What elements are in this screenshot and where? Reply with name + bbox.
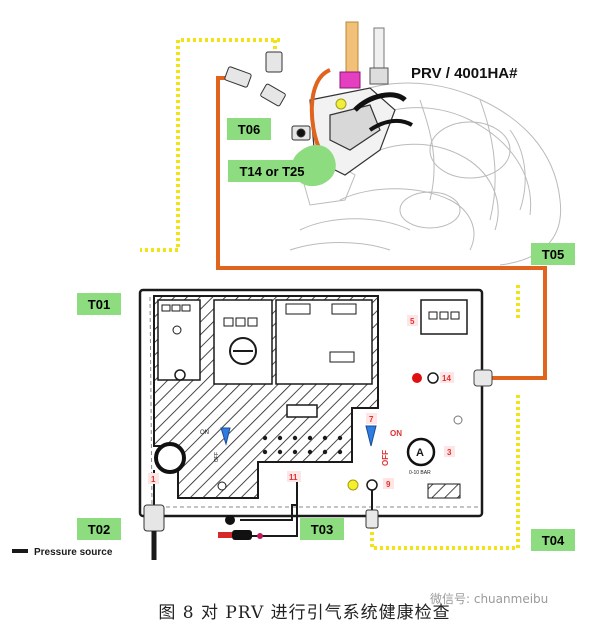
dotted-line-t04 <box>370 395 520 550</box>
gauge-a-label: A <box>416 447 424 459</box>
hose-t05 <box>216 76 547 380</box>
label-t03: T03 <box>300 518 344 540</box>
fitting-9 <box>365 509 379 529</box>
prv-title: PRV / 4001HA# <box>411 65 518 82</box>
dotted-line-t01 <box>140 38 280 252</box>
blue-valve-left <box>220 427 231 446</box>
terminal-block <box>427 483 461 499</box>
t06-fittings <box>224 51 311 141</box>
off-small-label: OFF <box>214 452 220 462</box>
port-14 <box>427 372 439 384</box>
label-t05: T05 <box>531 243 575 265</box>
yellow-indicator <box>347 479 359 491</box>
blue-valve-right <box>365 425 377 447</box>
panel-pressure-gauge <box>154 442 186 474</box>
on-label: ON <box>390 429 402 438</box>
callout-11: 11 <box>289 473 298 482</box>
callout-9: 9 <box>386 480 391 489</box>
label-t14-t25: T14 or T25 <box>228 160 316 182</box>
pressure-source-connector <box>143 470 165 560</box>
display-unit-5 <box>420 299 468 335</box>
gauge-a <box>406 437 436 467</box>
label-t06: T06 <box>227 118 271 140</box>
on-small-label: ON <box>200 430 209 436</box>
callout-5: 5 <box>410 317 415 326</box>
subpanel-right <box>275 299 373 385</box>
figure-caption: 图 8 对 PRV 进行引气系统健康检查 <box>158 603 451 623</box>
pressure-source-swatch <box>12 549 28 553</box>
valve-hose <box>309 68 331 151</box>
callout-14: 14 <box>442 374 451 383</box>
label-t01: T01 <box>77 293 121 315</box>
gauge-range-label: 0-10 BAR <box>409 470 431 476</box>
subpanel-left <box>157 299 201 381</box>
label-t04: T04 <box>531 529 575 551</box>
port-9 <box>366 479 378 491</box>
callout-3: 3 <box>447 448 452 457</box>
off-label: OFF <box>381 450 390 466</box>
red-indicator <box>412 373 422 383</box>
callout-7: 7 <box>369 415 374 424</box>
hose-coupling <box>473 369 493 387</box>
test-panel <box>138 288 493 518</box>
watermark: 微信号: chuanmeibu <box>430 592 549 606</box>
top-pipes <box>335 21 389 110</box>
port-top-right <box>453 415 463 425</box>
label-t02: T02 <box>77 518 121 540</box>
electrical-leads <box>218 474 298 540</box>
callout-1: 1 <box>151 475 156 484</box>
pressure-source-label: Pressure source <box>34 547 113 558</box>
